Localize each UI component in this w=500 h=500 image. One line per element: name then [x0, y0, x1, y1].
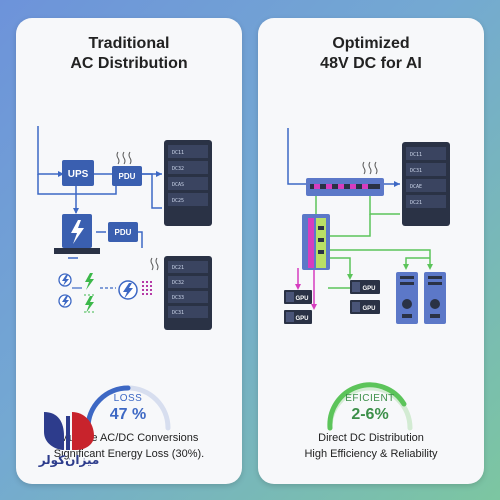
rack1-slot-label: DC25: [172, 198, 184, 204]
optimized-caption-line2: High Efficiency & Reliability: [304, 448, 438, 460]
traditional-title: Traditional AC Distribution: [16, 34, 242, 74]
brand-logo: [44, 412, 94, 450]
tower-server-2: [424, 272, 446, 324]
loss-gauge-value: 47 %: [109, 406, 147, 423]
pdu-box-1: PDU: [112, 166, 142, 186]
loss-gauge: LOSS 47 %: [72, 368, 184, 438]
ac-feed-lines: [37, 126, 162, 259]
traditional-caption-line1: Multiple AC/DC Conversions: [59, 432, 199, 444]
dc-busbar: [306, 178, 384, 196]
efficiency-gauge-value: 2-6%: [351, 406, 389, 423]
arrow-heads: [58, 171, 162, 214]
rack1-slot-label: DCAS: [172, 182, 184, 188]
gpu-label: GPU: [362, 306, 375, 312]
brand-logo-text: میزان‌کولر: [38, 453, 100, 467]
pdu-box-2: PDU: [108, 222, 138, 242]
dc-arrow-heads: [347, 264, 433, 280]
rack1-slot-label: DC32: [172, 166, 184, 172]
rack2-slot-label: DC21: [172, 265, 184, 271]
ups-label: UPS: [68, 169, 89, 180]
pdu-label-1: PDU: [119, 172, 136, 181]
ups-box: UPS: [62, 160, 94, 186]
conversion-icons: [58, 257, 159, 313]
rack-slot-label: DC21: [410, 200, 422, 206]
optimized-diagram: DC11 DC31 DCAE DC21 GPU GPU GPU GPU: [284, 128, 450, 324]
traditional-title-line2: AC Distribution: [70, 55, 188, 72]
rack2-slot-label: DC32: [172, 280, 184, 286]
traditional-title-line1: Traditional: [88, 35, 170, 52]
efficiency-gauge-label: EFICIENT: [345, 393, 395, 404]
rack2-slot-label: DC31: [172, 310, 184, 316]
optimized-panel: Optimized 48V DC for AI: [258, 18, 484, 484]
gpu-label: GPU: [295, 296, 308, 302]
gpu-label: GPU: [362, 286, 375, 292]
server-rack: DC11 DC31 DCAE DC21: [402, 142, 450, 226]
pdu-label-2: PDU: [115, 228, 132, 237]
efficiency-gauge: EFICIENT 2-6%: [314, 368, 426, 438]
rectifier-box: [54, 214, 100, 254]
gpu-node: GPU: [284, 310, 312, 324]
optimized-caption-line1: Direct DC Distribution: [318, 432, 424, 444]
gpu-node: GPU: [350, 300, 380, 314]
rack-slot-label: DCAE: [410, 184, 422, 190]
gpu-node: GPU: [284, 290, 312, 304]
heat-waves-icon: [362, 161, 378, 175]
loss-gauge-label: LOSS: [113, 393, 143, 404]
optimized-title: Optimized 48V DC for AI: [258, 34, 484, 74]
efficiency-gauge-arc: [327, 382, 413, 431]
optimized-title-line1: Optimized: [332, 35, 410, 52]
rack-slot-label: DC11: [410, 152, 422, 158]
power-shelf: [302, 214, 330, 270]
heat-waves-icon: [116, 151, 132, 165]
tower-server-1: [396, 272, 418, 324]
gpu-label: GPU: [295, 316, 308, 322]
optimized-title-line2: 48V DC for AI: [320, 55, 422, 72]
gpu-node: GPU: [350, 280, 380, 294]
traditional-caption-line2: Significant Energy Loss (30%).: [53, 448, 205, 460]
server-rack-2: DC21 DC32 DC33 DC31: [164, 256, 212, 330]
rack2-slot-label: DC33: [172, 295, 184, 301]
server-rack-1: DC11 DC32 DCAS DC25: [164, 140, 212, 226]
rack-slot-label: DC31: [410, 168, 422, 174]
traditional-diagram: UPS PDU DC11 DC32 DCAS DC25: [37, 126, 212, 330]
traditional-panel: Traditional AC Distribution UPS: [16, 18, 242, 484]
rack1-slot-label: DC11: [172, 150, 184, 156]
